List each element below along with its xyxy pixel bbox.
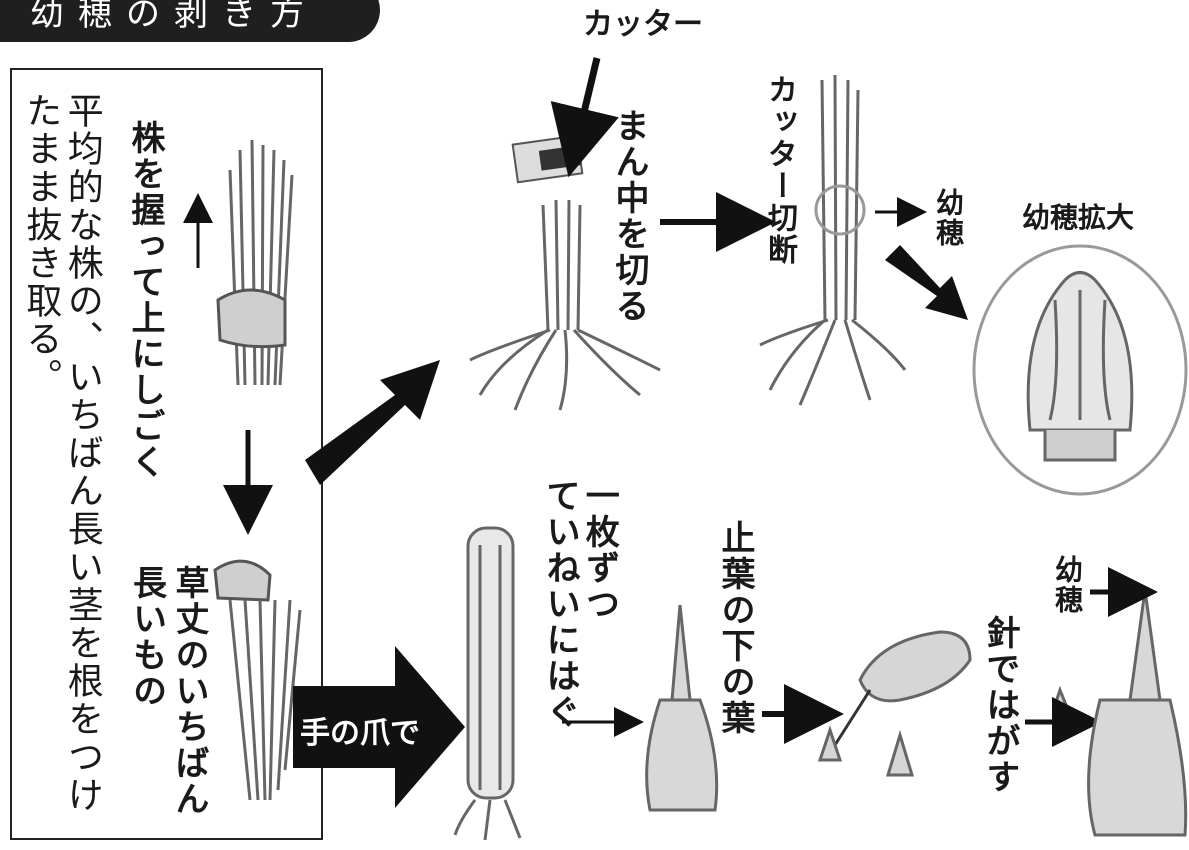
young-panicle-label-bottom: 幼穂	[1053, 555, 1081, 615]
final-panicle-illustration	[1089, 590, 1186, 835]
diagonal-arrow-icon	[305, 360, 440, 485]
needle-label: 針ではがす	[983, 615, 1017, 795]
peel-one-label: 一枚ずつ ていねいにはぐ	[540, 478, 618, 730]
tallest-label: 草丈のいちばん 長いもの	[125, 565, 210, 817]
cutter-pointer-arrow-icon	[575, 58, 597, 150]
tallest-line-2: 長いもの	[127, 565, 167, 709]
hand-needle-illustration	[820, 632, 1066, 775]
long-stem-illustration	[455, 528, 520, 840]
peel-line-1: 一枚ずつ	[579, 478, 619, 622]
peeled-stem-illustration	[647, 605, 717, 810]
cutter-label: カッター	[583, 10, 703, 40]
tallest-plant-illustration	[215, 561, 300, 800]
by-nail-label: 手の爪で	[300, 708, 420, 752]
plant-grip-illustration	[218, 140, 292, 385]
cut-middle-label: まん中を切る	[612, 108, 646, 324]
grip-label: 株を握って上にしごく	[128, 120, 162, 480]
peel-line-2: ていねいにはぐ	[540, 478, 580, 730]
cutter-cut-label: カッター切断	[764, 74, 794, 266]
tallest-line-1: 草丈のいちばん	[169, 565, 209, 817]
young-panicle-label-top: 幼穂	[934, 188, 962, 248]
flag-leaf-label: 止葉の下の葉	[718, 520, 752, 736]
enlarge-arrow-icon	[885, 245, 968, 320]
enlarged-label: 幼穂拡大	[1022, 204, 1134, 232]
cutter-illustration	[513, 136, 583, 183]
